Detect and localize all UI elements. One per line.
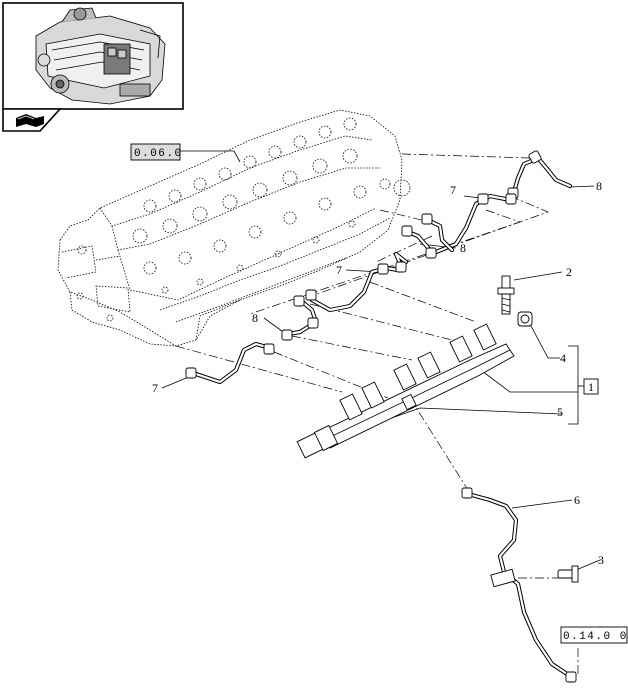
engine-thumbnail-illustration <box>35 7 166 105</box>
injection-pipes <box>193 155 573 679</box>
callout-8-top: 8 <box>596 179 602 193</box>
callout-2: 2 <box>566 265 572 279</box>
callout-8-lower: 8 <box>252 311 258 325</box>
callout-7-lower: 7 <box>152 381 158 395</box>
callout-7-middle: 7 <box>336 263 342 277</box>
engine-thumbnail <box>2 2 184 132</box>
svg-text:0.06.0: 0.06.0 <box>134 148 183 160</box>
rail-outlets <box>339 323 497 421</box>
callout-7-top: 7 <box>450 183 456 197</box>
pipe-fittings <box>185 150 577 683</box>
common-rail <box>296 323 515 459</box>
svg-text:0.14.0 01: 0.14.0 01 <box>563 631 628 643</box>
alignment-lines <box>175 153 579 676</box>
callout-3: 3 <box>598 553 604 567</box>
clamp-screw-part <box>557 565 579 583</box>
relief-valve-part <box>517 311 533 327</box>
callout-5: 5 <box>557 405 563 419</box>
svg-text:1: 1 <box>588 380 594 394</box>
cylinder-head-outline <box>57 109 411 347</box>
injector-ref-box[interactable]: 0.14.0 01 <box>560 626 628 644</box>
engine-group-ref-box[interactable]: 0.06.0 <box>130 143 183 161</box>
callout-4: 4 <box>560 351 566 365</box>
book-icon <box>16 114 44 127</box>
pipe-clamp <box>490 568 516 588</box>
callout-8-middle: 8 <box>460 241 466 255</box>
callout-6: 6 <box>574 493 580 507</box>
callout-numbers: 8 7 8 7 8 7 2 4 5 6 3 <box>152 179 604 567</box>
pressure-sensor-part <box>497 275 515 315</box>
group-1-ref-box[interactable]: 1 <box>583 378 599 395</box>
